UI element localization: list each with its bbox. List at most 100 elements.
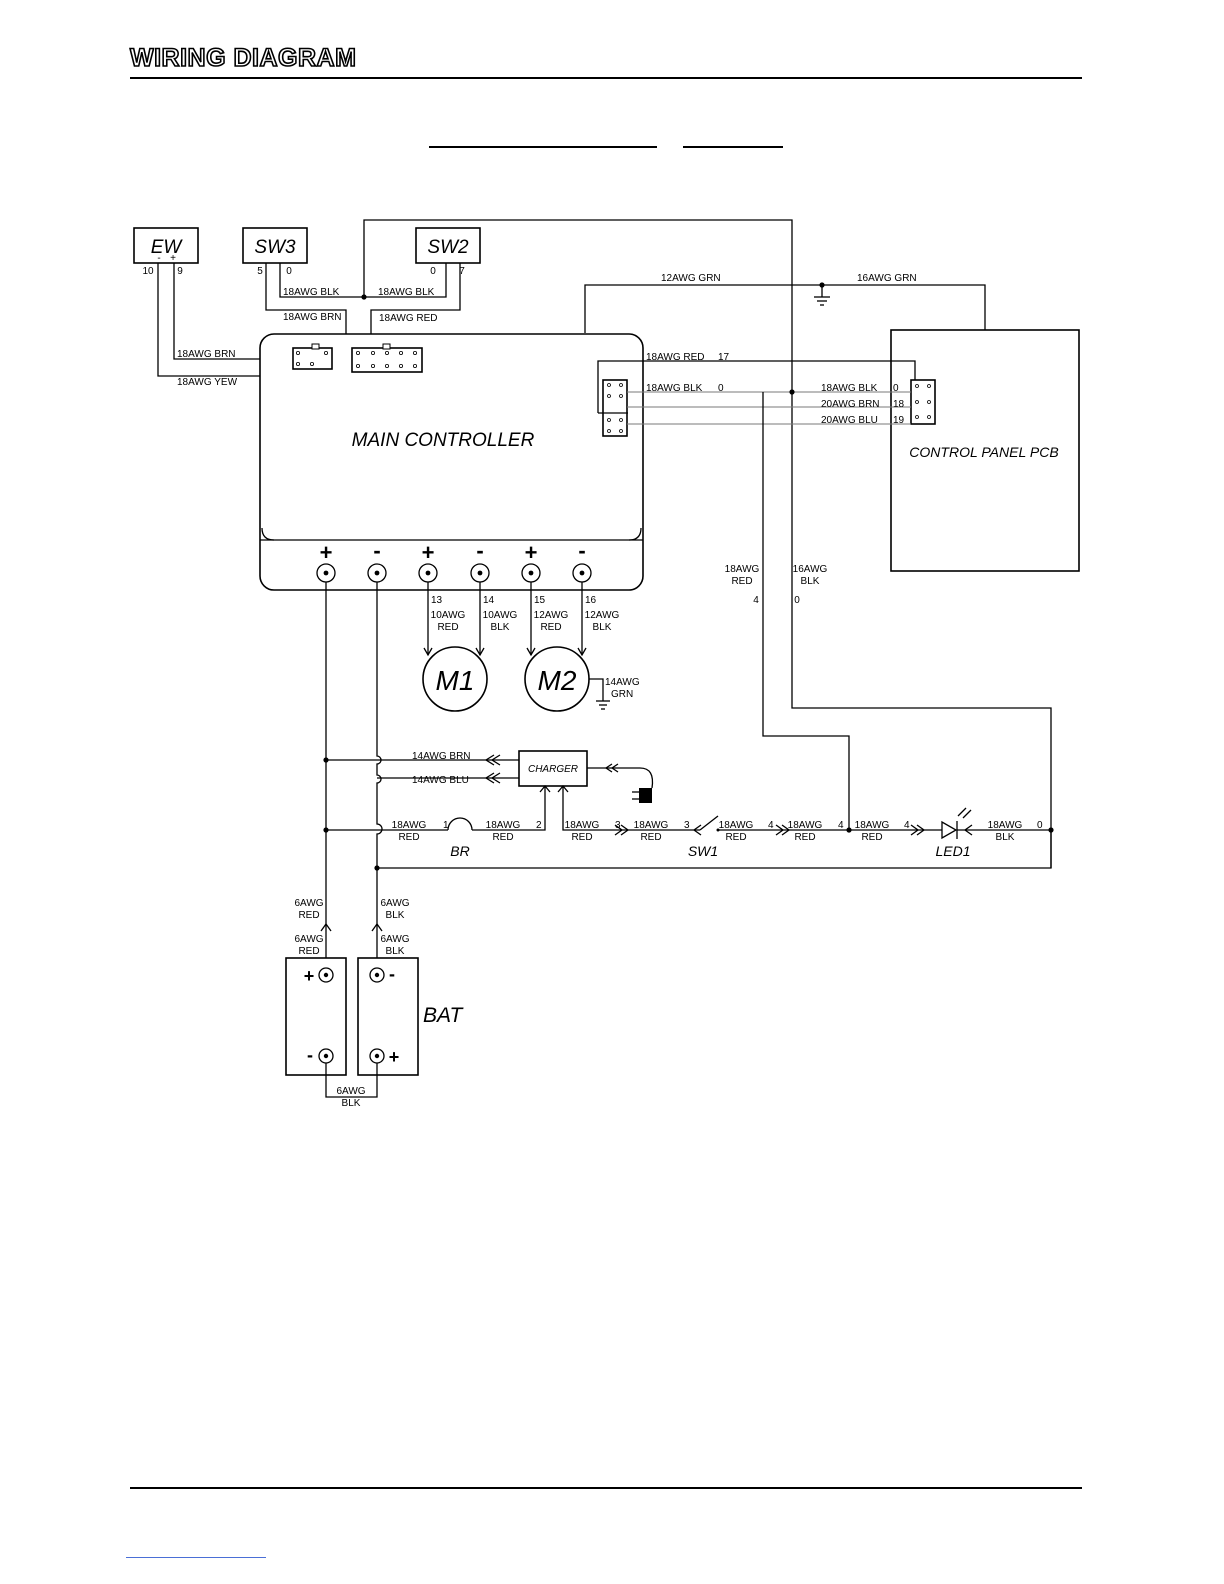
breaker-br [447, 817, 473, 831]
svg-text:18AWG BRN: 18AWG BRN [283, 312, 342, 323]
svg-text:+: + [304, 966, 315, 986]
svg-text:-: - [373, 538, 380, 563]
svg-text:18AWG BLK: 18AWG BLK [378, 287, 435, 298]
svg-text:18AWG: 18AWG [855, 820, 890, 831]
junction-dot [323, 757, 329, 763]
bat-label: BAT [423, 1004, 464, 1027]
br-label: BR [450, 843, 469, 859]
svg-text:RED: RED [640, 832, 661, 843]
junction-dot [361, 294, 367, 300]
motor-wiring: 13 14 15 16 10AWG RED 10AWG BLK 12AWG RE… [422, 582, 640, 712]
svg-text:+: + [525, 540, 538, 565]
connector-panel [602, 379, 628, 437]
svg-text:18AWG: 18AWG [788, 820, 823, 831]
plug-icon [639, 788, 652, 803]
title-underline [429, 146, 657, 148]
svg-text:RED: RED [492, 832, 513, 843]
svg-text:6AWG: 6AWG [294, 898, 323, 909]
svg-text:3: 3 [615, 820, 621, 831]
svg-text:0: 0 [893, 383, 899, 394]
svg-text:20AWG BRN: 20AWG BRN [821, 399, 880, 410]
svg-text:18AWG: 18AWG [988, 820, 1023, 831]
svg-text:6AWG: 6AWG [380, 898, 409, 909]
svg-text:BLK: BLK [593, 622, 612, 633]
svg-text:16: 16 [585, 595, 597, 606]
junction-dot [789, 389, 795, 395]
svg-text:1: 1 [443, 820, 449, 831]
sw2-label: SW2 [427, 237, 469, 258]
charger [518, 750, 588, 787]
svg-text:0: 0 [286, 266, 292, 277]
svg-text:18AWG: 18AWG [634, 820, 669, 831]
svg-text:BLK: BLK [996, 832, 1015, 843]
svg-text:M2: M2 [538, 665, 577, 696]
svg-text:-: - [476, 538, 483, 563]
sw1-label: SW1 [688, 843, 718, 859]
svg-text:10AWG: 10AWG [431, 610, 466, 621]
svg-text:18AWG RED: 18AWG RED [646, 352, 705, 363]
svg-text:BLK: BLK [386, 946, 405, 957]
svg-text:7: 7 [459, 266, 465, 277]
svg-text:6AWG: 6AWG [336, 1086, 365, 1097]
panel-wiring: 18AWG RED 17 18AWG BLK 0 18AWG BLK 0 20A… [597, 352, 916, 830]
ew-label: EW [151, 237, 184, 258]
page-title: WIRING DIAGRAM [129, 43, 357, 73]
svg-text:6AWG: 6AWG [380, 934, 409, 945]
svg-text:4: 4 [768, 820, 774, 831]
svg-text:14: 14 [483, 595, 495, 606]
svg-text:18AWG RED: 18AWG RED [379, 313, 438, 324]
svg-text:4: 4 [904, 820, 910, 831]
svg-text:18AWG: 18AWG [725, 564, 760, 575]
svg-text:GRN: GRN [611, 689, 633, 700]
svg-text:-: - [389, 964, 395, 984]
svg-text:12AWG: 12AWG [585, 610, 620, 621]
svg-text:10: 10 [142, 266, 154, 277]
svg-text:CHARGER: CHARGER [528, 764, 578, 775]
svg-text:3: 3 [684, 820, 690, 831]
svg-text:0: 0 [794, 595, 800, 606]
svg-text:5: 5 [257, 266, 263, 277]
svg-text:12AWG GRN: 12AWG GRN [661, 273, 721, 284]
svg-text:-: - [307, 1045, 313, 1065]
led-diode [941, 820, 958, 840]
svg-text:RED: RED [398, 832, 419, 843]
svg-text:+: + [389, 1047, 400, 1067]
svg-text:M1: M1 [436, 665, 475, 696]
svg-text:12AWG: 12AWG [534, 610, 569, 621]
battery-2 [357, 957, 419, 1076]
svg-text:RED: RED [794, 832, 815, 843]
svg-text:RED: RED [437, 622, 458, 633]
svg-text:18AWG BLK: 18AWG BLK [646, 383, 703, 394]
svg-text:RED: RED [731, 576, 752, 587]
svg-text:RED: RED [571, 832, 592, 843]
footer-rule [130, 1487, 1082, 1489]
svg-text:RED: RED [861, 832, 882, 843]
svg-text:18AWG YEW: 18AWG YEW [177, 377, 238, 388]
svg-text:18AWG BRN: 18AWG BRN [177, 349, 236, 360]
svg-text:RED: RED [298, 946, 319, 957]
control-panel-pcb: CONTROL PANEL PCB [890, 329, 1080, 572]
svg-text:RED: RED [540, 622, 561, 633]
svg-text:RED: RED [298, 910, 319, 921]
switch-sw1 [699, 815, 719, 831]
led1-label: LED1 [935, 843, 970, 859]
svg-text:0: 0 [430, 266, 436, 277]
svg-text:14AWG: 14AWG [605, 677, 640, 688]
svg-text:18AWG: 18AWG [565, 820, 600, 831]
svg-text:18AWG BLK: 18AWG BLK [821, 383, 878, 394]
svg-text:BLK: BLK [491, 622, 510, 633]
svg-text:17: 17 [718, 352, 730, 363]
svg-text:18: 18 [893, 399, 905, 410]
connector-pcb [910, 379, 936, 425]
svg-text:4: 4 [838, 820, 844, 831]
svg-text:-: - [157, 253, 160, 264]
main-controller-label: MAIN CONTROLLER [352, 430, 535, 451]
junction-dot [846, 827, 852, 833]
svg-text:-: - [578, 538, 585, 563]
page-header: WIRING DIAGRAM [129, 43, 357, 73]
controller-terminals: + - + - + - [316, 538, 592, 583]
svg-text:BLK: BLK [386, 910, 405, 921]
svg-text:RED: RED [725, 832, 746, 843]
svg-text:0: 0 [718, 383, 724, 394]
